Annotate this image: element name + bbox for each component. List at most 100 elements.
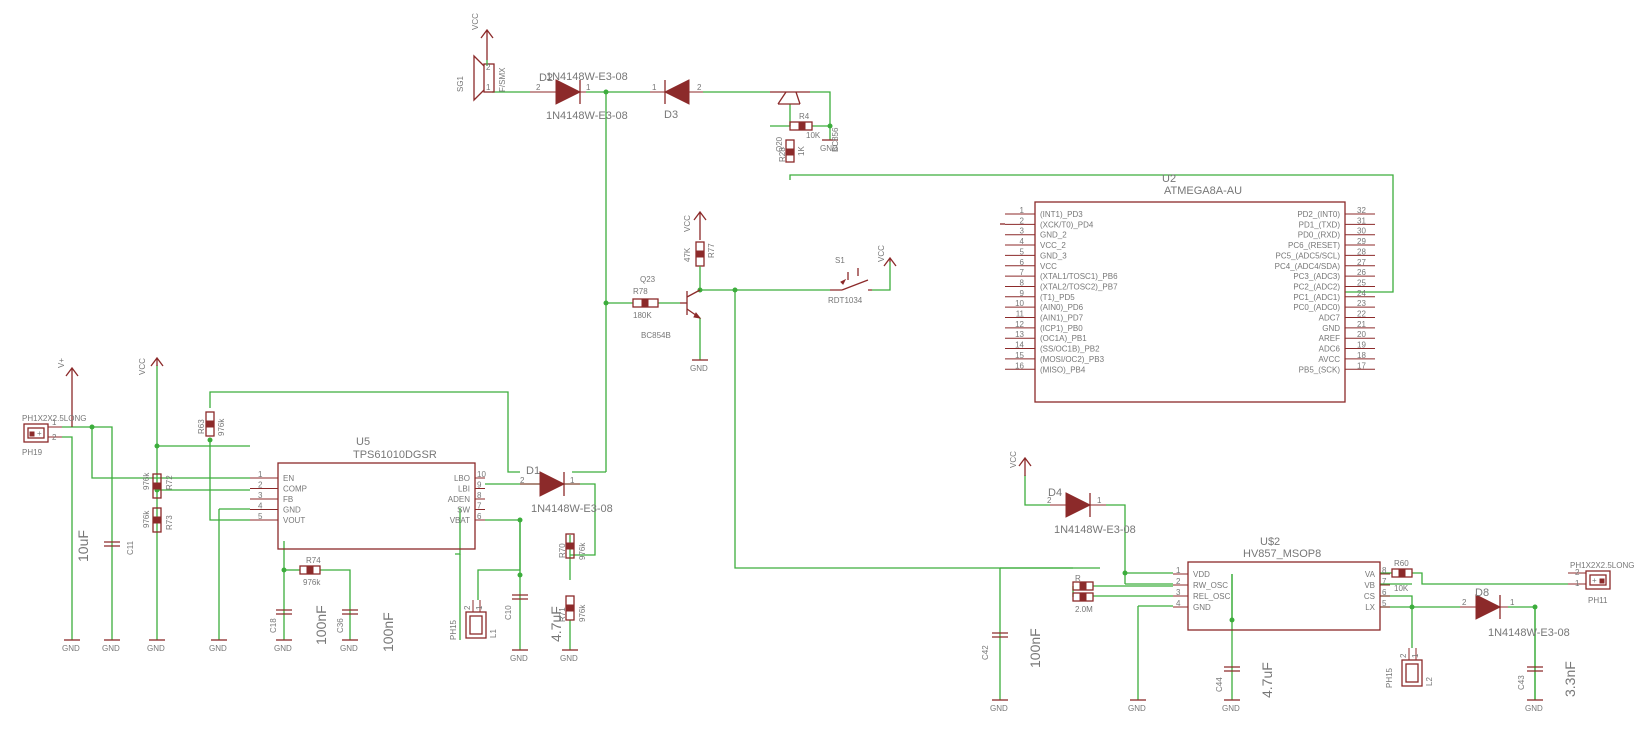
svg-text:R78: R78 bbox=[633, 287, 648, 296]
u2-right-pin-name: AVCC bbox=[1318, 355, 1340, 364]
gnd-11: GND bbox=[1222, 699, 1240, 713]
d2-part-label-top: 1N4148W-E3-08 bbox=[546, 71, 628, 83]
svg-text:L1: L1 bbox=[489, 629, 498, 638]
svg-text:2: 2 bbox=[463, 605, 472, 610]
u2-left-pin-number: 6 bbox=[1020, 258, 1025, 267]
us2-right-pin-name: LX bbox=[1365, 603, 1375, 612]
u2-ref-label: U2 bbox=[1162, 173, 1176, 185]
u5-left-pin-number: 5 bbox=[258, 512, 263, 521]
u2-left-pin-number: 8 bbox=[1020, 278, 1025, 287]
svg-text:R71: R71 bbox=[558, 607, 567, 622]
d3-ref-label: D3 bbox=[664, 109, 678, 121]
u5-left-pin-number: 2 bbox=[258, 481, 263, 490]
gnd-6: GND bbox=[340, 639, 358, 653]
r73-resistor: 976k R73 bbox=[142, 507, 174, 533]
r70-resistor: R70 976k bbox=[558, 533, 587, 560]
us2-left-pin-name: REL_OSC bbox=[1193, 592, 1231, 601]
u2-left-pin-name: (XCK/T0)_PD4 bbox=[1040, 220, 1094, 229]
svg-text:PH1X2X2.5LONG: PH1X2X2.5LONG bbox=[1570, 561, 1634, 570]
u5-right-pin-number: 6 bbox=[477, 512, 482, 521]
d4-diode: D4 1N4148W-E3-08 2 1 bbox=[1047, 487, 1136, 536]
us2-left-pin-number: 1 bbox=[1176, 566, 1181, 575]
q20-transistor: Q20 BC856 bbox=[770, 91, 840, 152]
svg-text:4.7uF: 4.7uF bbox=[1259, 662, 1275, 698]
wires bbox=[62, 91, 1568, 700]
u2-left-pin-number: 4 bbox=[1020, 237, 1025, 246]
u2-left-pin-name: (MOSI/OC2)_PB3 bbox=[1040, 355, 1105, 364]
gnd-10: GND bbox=[1128, 699, 1146, 713]
u2-left-pin-number: 1 bbox=[1020, 206, 1025, 215]
u2-left-pin-name: (AIN1)_PD7 bbox=[1040, 314, 1084, 323]
svg-text:PH11: PH11 bbox=[1588, 596, 1608, 605]
svg-text:GND: GND bbox=[990, 704, 1008, 713]
u2-right-pin-name: PB5_(SCK) bbox=[1299, 365, 1341, 374]
u2-right-pin-name: PD1_(TXD) bbox=[1299, 220, 1341, 229]
svg-text:VCC: VCC bbox=[471, 13, 480, 30]
u2-left-pin-2: 2(XCK/T0)_PD4 bbox=[1005, 216, 1094, 229]
u5-left-pin-name: EN bbox=[283, 474, 294, 483]
u2-left-pin-number: 9 bbox=[1020, 289, 1025, 298]
ph11-connector: + PH1X2X2.5LONG PH11 2 1 bbox=[1568, 561, 1634, 605]
u2-left-pin-name: (OC1A)_PB1 bbox=[1040, 334, 1087, 343]
u2-right-pin-name: ADC7 bbox=[1319, 314, 1341, 323]
us2-right-pin-number: 8 bbox=[1382, 566, 1387, 575]
svg-text:R28: R28 bbox=[778, 147, 787, 162]
svg-text:C44: C44 bbox=[1215, 677, 1224, 692]
svg-text:1: 1 bbox=[586, 83, 591, 92]
svg-text:4.7uF: 4.7uF bbox=[548, 606, 564, 642]
u2-part-label: ATMEGA8A-AU bbox=[1164, 185, 1242, 197]
u2-left-pin-number: 16 bbox=[1015, 361, 1024, 370]
u2-right-pin-number: 32 bbox=[1357, 206, 1366, 215]
d8-part-label: 1N4148W-E3-08 bbox=[1488, 627, 1570, 639]
svg-text:1: 1 bbox=[1411, 653, 1420, 658]
d1-ref-label: D1 bbox=[526, 465, 540, 477]
u5-left-pin-name: FB bbox=[283, 495, 293, 504]
u2-left-pin-12: 12(ICP1)_PB0 bbox=[1005, 320, 1083, 333]
u2-right-pin-number: 31 bbox=[1357, 216, 1366, 225]
svg-text:V+: V+ bbox=[57, 358, 66, 368]
u5-right-pin-7: 7SW bbox=[457, 502, 485, 515]
d8-ref-label: D8 bbox=[1475, 587, 1489, 599]
svg-text:R63: R63 bbox=[197, 419, 206, 434]
svg-text:2: 2 bbox=[1047, 496, 1052, 505]
u5-right-pin-name: VBAT bbox=[450, 516, 470, 525]
u2-left-pin-number: 15 bbox=[1015, 351, 1024, 360]
u2-left-pin-name: (SS/OC1B)_PB2 bbox=[1040, 345, 1100, 354]
gnd-9: GND bbox=[990, 699, 1008, 713]
svg-text:BC854B: BC854B bbox=[641, 331, 671, 340]
d1-part-label: 1N4148W-E3-08 bbox=[531, 503, 613, 515]
u5-right-pin-number: 10 bbox=[477, 470, 486, 479]
u2-right-pin-name: PC6_(RESET) bbox=[1288, 241, 1340, 250]
svg-text:1: 1 bbox=[652, 83, 657, 92]
svg-text:1: 1 bbox=[475, 605, 484, 610]
svg-text:47K: 47K bbox=[683, 247, 692, 262]
us2-right-pin-6: 6CS bbox=[1364, 588, 1390, 601]
us2-right-pin-number: 7 bbox=[1382, 577, 1387, 586]
gnd-5: GND bbox=[274, 639, 292, 653]
svg-text:R60: R60 bbox=[1394, 559, 1409, 568]
svg-text:1: 1 bbox=[1575, 579, 1580, 588]
svg-text:2: 2 bbox=[52, 433, 57, 442]
svg-text:180K: 180K bbox=[633, 311, 652, 320]
u2-left-pin-15: 15 (MOSI/OC2)_PB3 bbox=[1005, 351, 1105, 364]
svg-text:1: 1 bbox=[1097, 496, 1102, 505]
svg-text:1: 1 bbox=[570, 476, 575, 485]
r-osc-resistors: R 2.0M bbox=[1072, 574, 1094, 614]
r71-resistor: R71 976k bbox=[558, 595, 587, 622]
gnd-2: GND bbox=[102, 639, 120, 653]
svg-text:GND: GND bbox=[1128, 704, 1146, 713]
vcc-symbol-sg1: VCC bbox=[471, 13, 494, 60]
u2-right-pin-number: 29 bbox=[1357, 237, 1366, 246]
u5-right-pin-name: LBO bbox=[454, 474, 470, 483]
svg-text:976k: 976k bbox=[217, 418, 226, 436]
svg-text:2: 2 bbox=[1462, 598, 1467, 607]
